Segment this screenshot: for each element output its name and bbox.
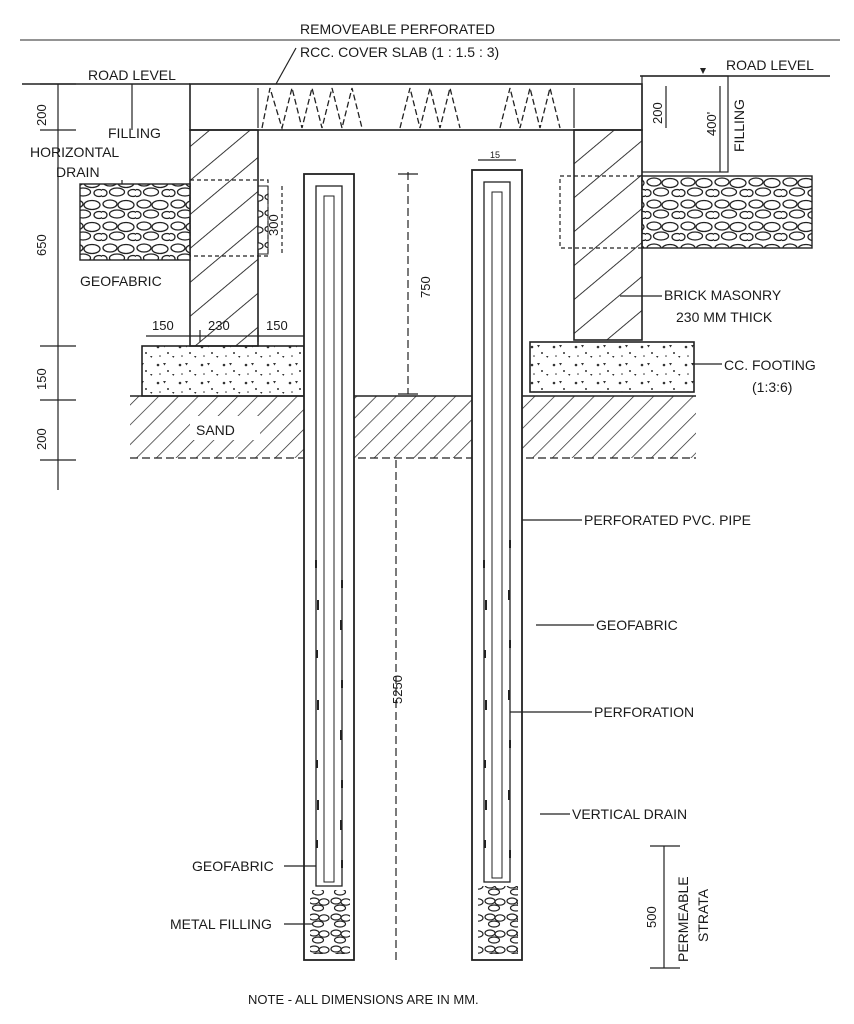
horizontal-drain-label-1: HORIZONTAL (30, 144, 119, 160)
horizontal-drain-left (79, 179, 269, 261)
dim-15-pipe: 15 (490, 150, 500, 160)
cc-footing-right (529, 341, 695, 393)
perforated-pvc-pipe-label: PERFORATED PVC. PIPE (584, 512, 751, 528)
horizontal-drain-right (559, 175, 813, 249)
dim-150-left: 150 (34, 368, 49, 390)
cc-footing-left (141, 345, 305, 397)
dim-150-footing-right: 150 (266, 318, 288, 333)
geofabric-bottom-label: GEOFABRIC (192, 858, 274, 874)
horizontal-drain-label-2: DRAIN (56, 164, 100, 180)
dimension-note: NOTE - ALL DIMENSIONS ARE IN MM. (248, 992, 479, 1007)
slab-title-line1: REMOVEABLE PERFORATED (300, 21, 495, 37)
dim-200-bottom: 200 (34, 428, 49, 450)
permeable-strata-label-2: STRATA (695, 888, 711, 942)
geofabric-left-label: GEOFABRIC (80, 273, 162, 289)
dimension-lines (40, 83, 721, 969)
cc-footing-label-1: CC. FOOTING (724, 357, 816, 373)
dim-230-wall: 230 (208, 318, 230, 333)
dim-200-right: 200 (650, 102, 665, 124)
dim-750: 750 (418, 276, 433, 298)
dim-300-drain: 300 (266, 214, 281, 236)
sand-layer (130, 395, 696, 459)
metal-filling-label: METAL FILLING (170, 916, 272, 932)
dim-500-strata: 500 (644, 906, 659, 928)
left-brick-wall (189, 129, 259, 347)
perforation-label: PERFORATION (594, 704, 694, 720)
filling-left-label: FILLING (108, 125, 161, 141)
dim-650: 650 (34, 234, 49, 256)
road-level-right-label: ROAD LEVEL (726, 57, 814, 73)
labels: REMOVEABLE PERFORATED RCC. COVER SLAB (1… (30, 21, 816, 1007)
road-level-left-label: ROAD LEVEL (88, 67, 176, 83)
vertical-drain-left (303, 173, 355, 961)
slab-title-line2: RCC. COVER SLAB (1 : 1.5 : 3) (300, 44, 499, 60)
rcc-cover-slab (189, 83, 643, 131)
dim-400-right: 400' (704, 112, 719, 136)
dim-200-top: 200 (34, 104, 49, 126)
geofabric-right-label: GEOFABRIC (596, 617, 678, 633)
vertical-drain-right (471, 169, 523, 961)
dimension-labels: 200 650 150 200 150 230 150 300 750 5250… (34, 102, 719, 928)
dim-5250: 5250 (390, 675, 405, 704)
vertical-drain-label: VERTICAL DRAIN (572, 806, 687, 822)
cc-footing-label-2: (1:3:6) (752, 379, 792, 395)
brick-masonry-label-1: BRICK MASONRY (664, 287, 782, 303)
brick-masonry-label-2: 230 MM THICK (676, 309, 773, 325)
sand-label: SAND (196, 422, 235, 438)
filling-right-label: FILLING (731, 99, 747, 152)
leader-lines (275, 47, 722, 925)
dim-150-footing-left: 150 (152, 318, 174, 333)
permeable-strata-label-1: PERMEABLE (675, 876, 691, 962)
